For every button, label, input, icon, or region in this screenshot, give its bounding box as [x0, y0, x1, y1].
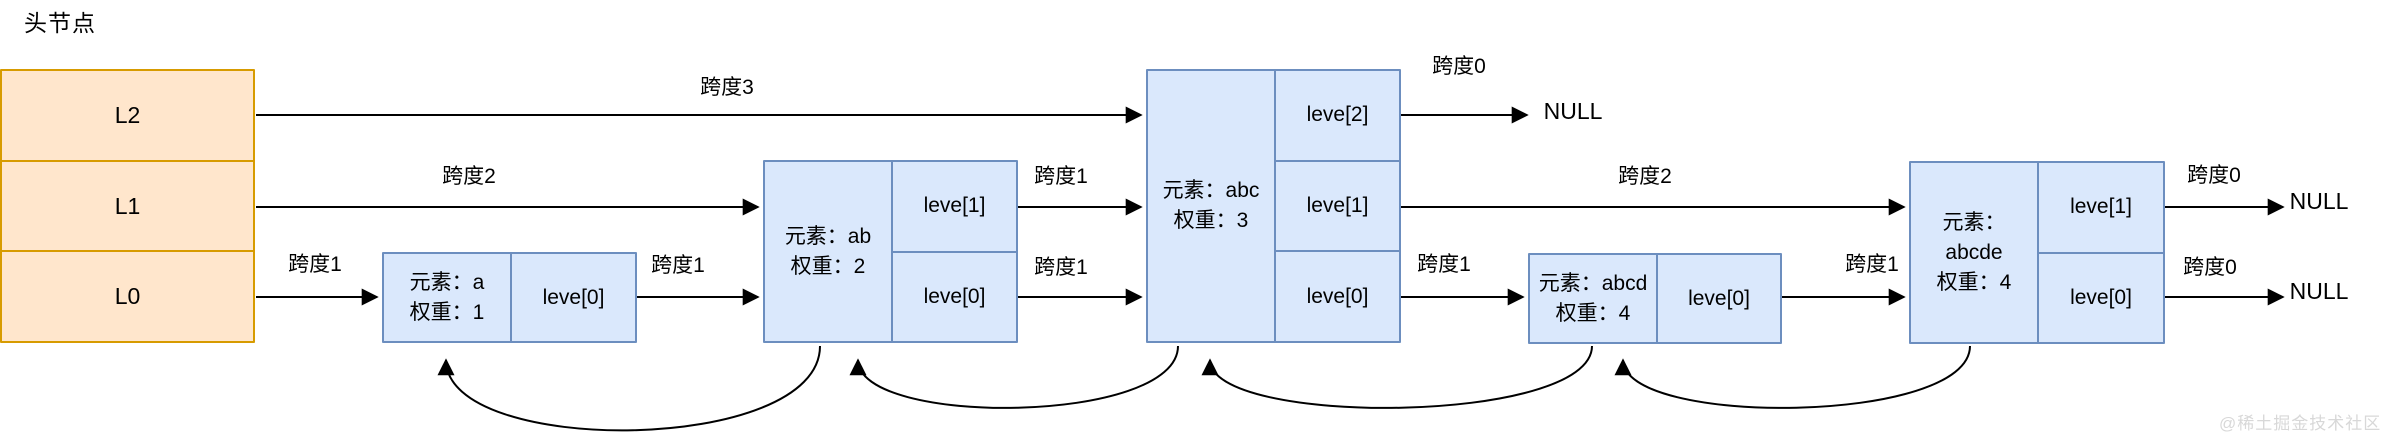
node-abcd: 元素：abcd 权重：4 leve[0] [1528, 253, 1782, 344]
node-levels: leve[1] leve[0] [893, 162, 1016, 341]
node-element-cell: 元素：abc 权重：3 [1148, 71, 1276, 341]
node-element-cell: 元素：ab 权重：2 [765, 162, 893, 341]
arrow-back-ab-to-a [437, 345, 821, 432]
node-level-cell: leve[1] [923, 194, 986, 218]
head-row-l1: L1 [2, 159, 253, 251]
node-level-cell: leve[0] [542, 285, 605, 309]
node-levels: leve[2] leve[1] leve[0] [1276, 71, 1399, 341]
watermark: @稀土掘金技术社区 [2219, 414, 2382, 433]
node-level-cell: leve[0] [2039, 251, 2163, 343]
span-label-abc-null: 跨度0 [1432, 55, 1486, 78]
node-abc: 元素：abc 权重：3 leve[2] leve[1] leve[0] [1146, 69, 1401, 343]
arrow-back-abcde-to-abcd [1614, 345, 1971, 409]
node-ab: 元素：ab 权重：2 leve[1] leve[0] [763, 160, 1018, 343]
span-label-ab-abc-l1: 跨度1 [1034, 165, 1088, 188]
head-row-l0: L0 [2, 250, 253, 341]
node-element-text: 元素： [1942, 210, 2006, 234]
node-element-value: abcde [1945, 240, 2003, 264]
node-weight-text: 权重：4 [1936, 270, 2012, 294]
node-element-cell: 元素： abcde 权重：4 [1911, 163, 2039, 342]
node-level-cell: leve[2] [1306, 103, 1369, 127]
span-label-abcde-null-l0: 跨度0 [2183, 256, 2237, 279]
node-element-text: 元素：abc [1162, 179, 1260, 202]
head-row-l2: L2 [114, 101, 141, 128]
node-weight-text: 权重：4 [1555, 301, 1631, 325]
null-label-abcde-l1: NULL [2289, 188, 2349, 214]
head-node: L2 L1 L0 [0, 69, 255, 343]
span-label-abcd-abcde: 跨度1 [1845, 253, 1899, 276]
node-level-cell: leve[0] [1688, 286, 1750, 310]
node-weight-text: 权重：2 [790, 254, 866, 278]
node-a: 元素：a 权重：1 leve[0] [382, 252, 637, 343]
node-level-cell: leve[1] [2070, 195, 2132, 219]
node-levels: leve[0] [1658, 255, 1780, 342]
arrow-back-abc-to-ab [849, 345, 1179, 409]
node-element-cell: 元素：abcd 权重：4 [1530, 255, 1658, 342]
node-level-cell: leve[0] [893, 250, 1016, 342]
node-element-text: 元素：ab [784, 224, 872, 248]
node-element-text: 元素：abcd [1538, 271, 1648, 295]
node-levels: leve[0] [512, 254, 635, 341]
span-label-head-l2: 跨度3 [700, 76, 754, 99]
node-level-cell: leve[1] [1276, 159, 1399, 251]
node-abcde: 元素： abcde 权重：4 leve[1] leve[0] [1909, 161, 2165, 344]
span-label-abc-abcde: 跨度2 [1618, 165, 1672, 188]
page-title: 头节点 [24, 10, 96, 36]
null-label-abcde-l0: NULL [2289, 278, 2349, 304]
span-label-abcde-null-l1: 跨度0 [2187, 164, 2241, 187]
arrow-back-abcd-to-abc [1201, 345, 1593, 409]
node-level-cell: leve[0] [1276, 250, 1399, 341]
node-weight-text: 权重：3 [1173, 209, 1249, 232]
node-element-text: 元素：a [409, 270, 485, 294]
node-weight-text: 权重：1 [409, 300, 485, 324]
span-label-a-ab: 跨度1 [651, 254, 705, 277]
null-label-abc-l2: NULL [1543, 98, 1603, 124]
span-label-head-l1: 跨度2 [442, 165, 496, 188]
span-label-ab-abc-l0: 跨度1 [1034, 256, 1088, 279]
node-levels: leve[1] leve[0] [2039, 163, 2163, 342]
node-element-cell: 元素：a 权重：1 [384, 254, 512, 341]
span-label-head-l0: 跨度1 [288, 253, 342, 276]
span-label-abc-abcd: 跨度1 [1417, 253, 1471, 276]
